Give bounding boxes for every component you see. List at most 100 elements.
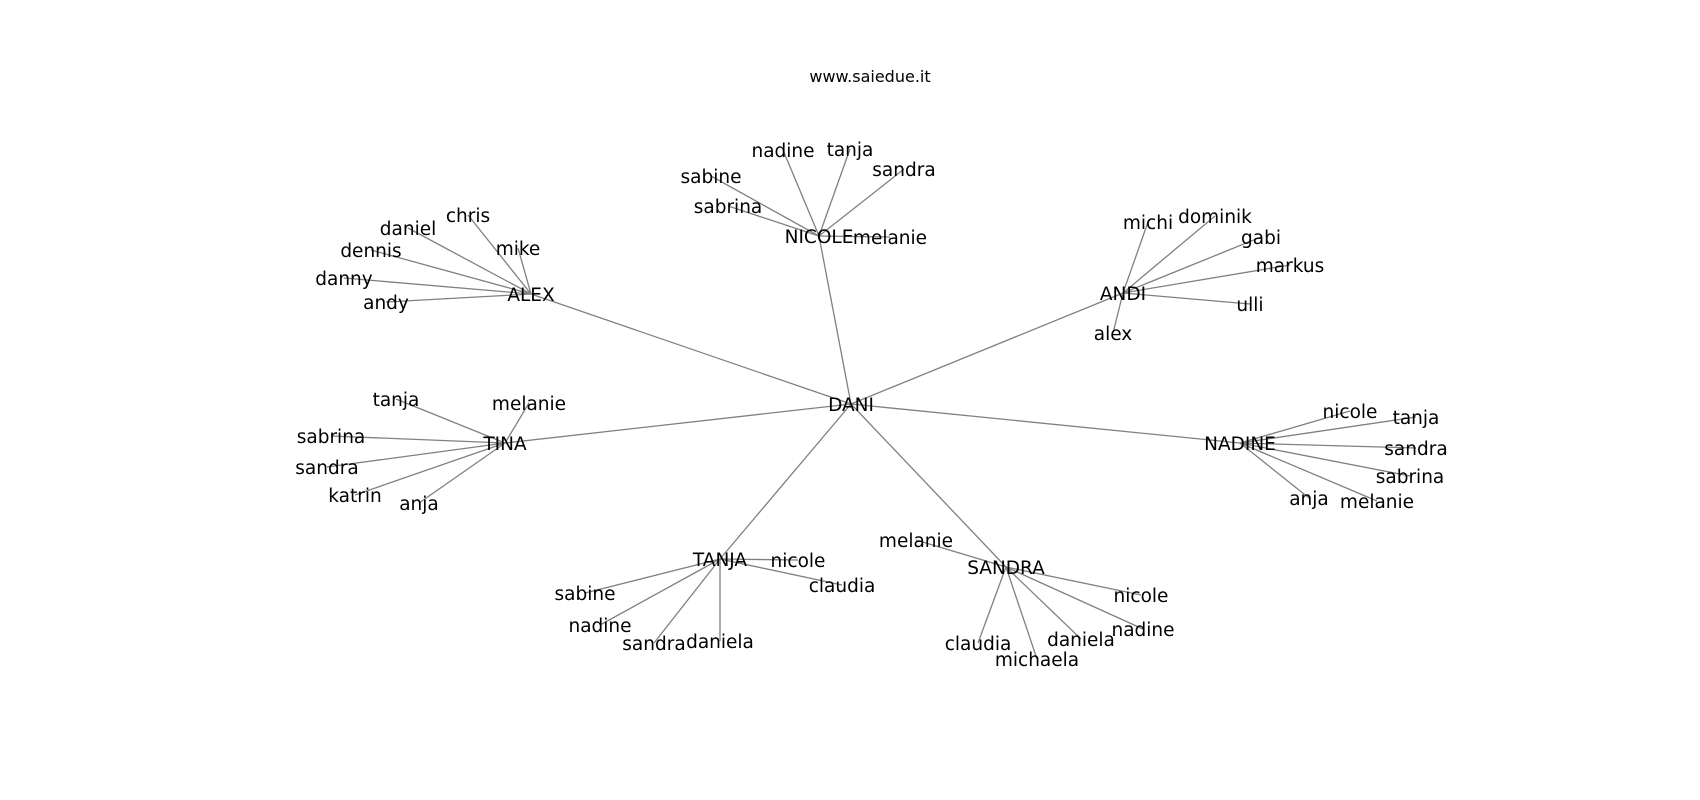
node-leaf-tina-anja: anja — [399, 494, 439, 515]
node-leaf-nicole-sandra: sandra — [872, 160, 935, 181]
edge-tina-sandra — [326, 442, 506, 468]
node-leaf-nicole-sabine: sabine — [681, 167, 742, 188]
edge-alex-chris — [467, 214, 532, 295]
node-hub-nicole: NICOLE — [785, 227, 854, 248]
node-leaf-andi-dominik: dominik — [1178, 207, 1252, 228]
node-leaf-tanja-nicole: nicole — [771, 551, 826, 572]
node-leaf-sandra-melanie: melanie — [879, 531, 953, 552]
edge-nadine-melanie — [1239, 442, 1378, 502]
node-leaf-nadine-sabrina: sabrina — [1376, 467, 1445, 488]
edge-andi-dominik — [1122, 215, 1216, 294]
edge-center-andi — [850, 292, 1124, 405]
node-leaf-tina-katrin: katrin — [328, 486, 381, 507]
edge-tina-melanie — [504, 402, 530, 444]
edge-sandra-claudia — [977, 566, 1007, 644]
node-leaf-sandra-michaela: michaela — [995, 650, 1079, 671]
edge-center-nadine — [850, 403, 1241, 444]
node-leaf-nicole-melanie: melanie — [853, 228, 927, 249]
node-leaf-nicole-sabrina: sabrina — [694, 197, 763, 218]
edge-nicole-melanie — [818, 235, 891, 238]
edge-nicole-tanja — [818, 148, 851, 237]
node-leaf-nicole-nadine: nadine — [751, 141, 814, 162]
edge-andi-michi — [1122, 221, 1149, 294]
node-leaf-tanja-claudia: claudia — [809, 576, 876, 597]
edge-andi-alex — [1112, 292, 1124, 334]
node-leaf-nadine-anja: anja — [1289, 489, 1329, 510]
node-leaf-tina-sandra: sandra — [295, 458, 358, 479]
edge-sandra-michaela — [1005, 566, 1038, 660]
edge-alex-mike — [517, 247, 532, 295]
node-leaf-tanja-sabine: sabine — [555, 584, 616, 605]
edge-center-nicole — [818, 235, 852, 405]
node-center-dani: DANI — [828, 395, 874, 416]
edge-sandra-melanie — [915, 539, 1007, 568]
edge-layer — [326, 148, 1417, 660]
edge-tanja-claudia — [719, 558, 843, 586]
edge-center-tanja — [719, 403, 852, 560]
edge-tanja-nadine — [599, 558, 721, 626]
node-leaf-sandra-nicole: nicole — [1114, 586, 1169, 607]
node-leaf-tanja-daniela: daniela — [686, 632, 754, 653]
node-leaf-tanja-nadine: nadine — [568, 616, 631, 637]
edge-tina-katrin — [354, 442, 506, 496]
node-leaf-alex-andy: andy — [363, 293, 409, 314]
node-hub-sandra: SANDRA — [967, 558, 1045, 579]
node-hub-tanja: TANJA — [692, 550, 747, 571]
edge-nadine-anja — [1239, 442, 1310, 499]
edge-center-sandra — [850, 403, 1007, 568]
node-leaf-alex-danny: danny — [315, 269, 373, 290]
node-leaf-andi-gabi: gabi — [1241, 228, 1281, 249]
edge-alex-danny — [343, 277, 532, 295]
edge-nicole-sandra — [818, 168, 905, 237]
node-hub-tina: TINA — [482, 434, 527, 455]
edge-alex-daniel — [407, 227, 532, 295]
edge-alex-andy — [385, 293, 532, 303]
node-leaf-alex-dennis: dennis — [340, 241, 401, 262]
node-leaf-tina-tanja: tanja — [373, 390, 420, 411]
node-leaf-tanja-sandra: sandra — [622, 634, 685, 655]
node-hub-nadine: NADINE — [1204, 434, 1276, 455]
node-leaf-alex-mike: mike — [496, 239, 541, 260]
edge-andi-markus — [1122, 264, 1291, 294]
edge-center-alex — [530, 293, 852, 405]
node-hub-alex: ALEX — [507, 285, 555, 306]
edge-andi-ulli — [1122, 292, 1251, 305]
node-leaf-tina-sabrina: sabrina — [297, 427, 366, 448]
node-leaf-sandra-nadine: nadine — [1111, 620, 1174, 641]
edge-tina-sabrina — [330, 435, 506, 444]
node-leaf-sandra-claudia: claudia — [945, 634, 1012, 655]
node-leaf-alex-daniel: daniel — [380, 219, 436, 240]
node-leaf-andi-michi: michi — [1123, 213, 1173, 234]
edge-andi-gabi — [1122, 236, 1262, 294]
edge-nadine-sandra — [1239, 442, 1417, 449]
node-leaf-andi-markus: markus — [1256, 256, 1324, 277]
edge-nicole-sabrina — [727, 205, 820, 237]
edge-nicole-sabine — [710, 175, 820, 237]
edge-tanja-sandra — [653, 558, 721, 644]
edge-tanja-sabine — [584, 558, 721, 594]
edge-center-tina — [504, 403, 852, 444]
edge-tina-tanja — [395, 398, 506, 444]
node-leaf-sandra-daniela: daniela — [1047, 630, 1115, 651]
edge-nadine-tanja — [1239, 416, 1417, 444]
edge-nadine-nicole — [1239, 410, 1351, 444]
node-leaf-nadine-nicole: nicole — [1323, 402, 1378, 423]
edge-alex-dennis — [370, 249, 532, 295]
edge-sandra-nadine — [1005, 566, 1144, 630]
node-leaf-tina-melanie: melanie — [492, 394, 566, 415]
node-leaf-nadine-tanja: tanja — [1393, 408, 1440, 429]
edge-tanja-nicole — [719, 558, 799, 561]
edge-sandra-nicole — [1005, 566, 1142, 596]
node-leaf-andi-alex: alex — [1094, 324, 1133, 345]
node-leaf-alex-chris: chris — [446, 206, 490, 227]
node-leaf-andi-ulli: ulli — [1236, 295, 1263, 316]
edge-tina-anja — [418, 442, 506, 504]
edge-nicole-nadine — [782, 149, 820, 237]
site-title: www.saiedue.it — [809, 67, 930, 86]
node-leaf-nadine-melanie: melanie — [1340, 492, 1414, 513]
node-leaf-nicole-tanja: tanja — [827, 140, 874, 161]
node-leaf-nadine-sandra: sandra — [1384, 439, 1447, 460]
